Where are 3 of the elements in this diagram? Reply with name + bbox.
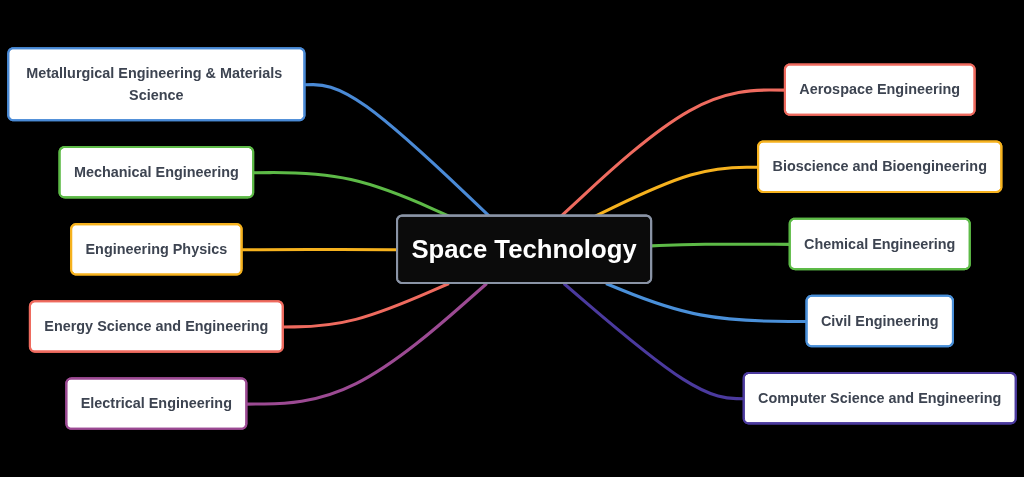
- connector: [283, 282, 450, 329]
- connector: [242, 247, 398, 252]
- connector: [246, 282, 488, 406]
